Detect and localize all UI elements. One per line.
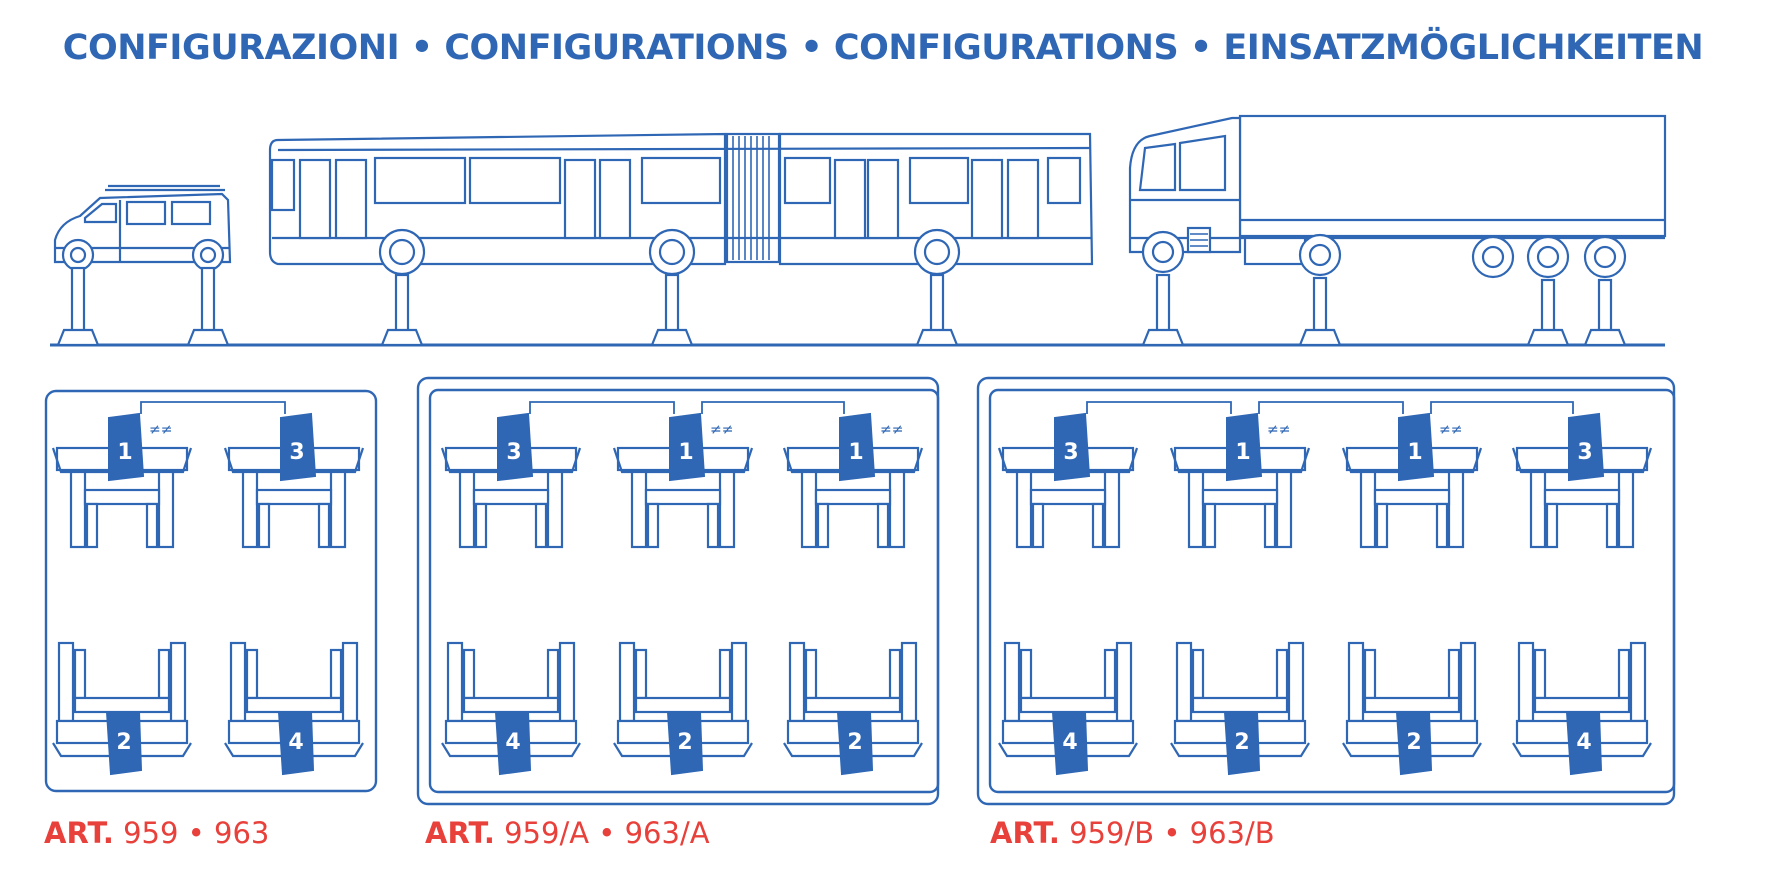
unit-number: 1 [1235, 440, 1250, 465]
unit-number: 2 [1406, 730, 1421, 755]
lift-unit [494, 711, 532, 776]
hash-mark-icon: ≠≠ [1267, 422, 1290, 438]
lift-unit [1226, 412, 1263, 482]
unit-number: 1 [117, 440, 132, 465]
lift-unit [277, 711, 315, 776]
lift-unit [669, 412, 706, 482]
articulated-bus-icon [268, 132, 1094, 347]
unit-number: 2 [116, 730, 131, 755]
art-prefix: ART. [425, 816, 495, 850]
cable-frames [44, 376, 1676, 806]
lift-unit [1054, 412, 1091, 482]
unit-number: 2 [1234, 730, 1249, 755]
lift-unit [108, 412, 145, 482]
hash-mark-icon: ≠≠ [1439, 422, 1462, 438]
lift-unit [280, 412, 317, 482]
unit-number: 2 [847, 730, 862, 755]
art-prefix: ART. [990, 816, 1060, 850]
unit-number: 4 [1576, 730, 1591, 755]
lift-unit [1223, 711, 1261, 776]
lift-unit [839, 412, 876, 482]
config-frame-1 [44, 389, 378, 793]
unit-number: 1 [848, 440, 863, 465]
art-label-2: ART. 959/A • 963/A [425, 816, 710, 850]
cable [1086, 401, 1232, 414]
art-models: 959/A • 963/A [504, 816, 710, 850]
truck-icon [1128, 114, 1667, 347]
cable [1258, 401, 1404, 414]
lift-unit [105, 711, 143, 776]
lift-unit [1398, 412, 1435, 482]
configurations: 1 3 2 4 ≠≠ 3 1 1 4 2 2 ≠≠ ≠≠ 3 1 1 3 4 2 2 4 ≠≠ ≠≠ [51, 401, 1653, 776]
hash-mark-icon: ≠≠ [710, 422, 733, 438]
unit-number: 4 [505, 730, 520, 755]
config-group-3: 3 1 1 3 4 2 2 4 ≠≠ ≠≠ [997, 401, 1653, 776]
unit-number: 3 [289, 440, 304, 465]
art-label-3: ART. 959/B • 963/B [990, 816, 1275, 850]
art-models: 959/B • 963/B [1069, 816, 1275, 850]
hash-mark-icon: ≠≠ [149, 422, 172, 438]
lift-unit [666, 711, 704, 776]
cable [529, 401, 675, 414]
config-group-2: 3 1 1 4 2 2 ≠≠ ≠≠ [440, 401, 924, 776]
unit-number: 3 [506, 440, 521, 465]
lift-unit [1565, 711, 1603, 776]
van-icon [53, 184, 232, 347]
art-prefix: ART. [44, 816, 114, 850]
cable [140, 401, 286, 414]
page-title: CONFIGURAZIONI • CONFIGURATIONS • CONFIG… [62, 28, 1704, 68]
hash-mark-icon: ≠≠ [880, 422, 903, 438]
lift-unit [1568, 412, 1605, 482]
unit-number: 2 [677, 730, 692, 755]
vehicle-row [50, 114, 1667, 347]
config-group-1: 1 3 2 4 ≠≠ [51, 401, 365, 776]
unit-number: 3 [1063, 440, 1078, 465]
unit-number: 3 [1577, 440, 1592, 465]
unit-number: 4 [288, 730, 303, 755]
unit-number: 1 [678, 440, 693, 465]
lift-unit [1051, 711, 1089, 776]
lift-unit [1395, 711, 1433, 776]
art-models: 959 • 963 [123, 816, 270, 850]
lift-unit [836, 711, 874, 776]
unit-number: 1 [1407, 440, 1422, 465]
cable [701, 401, 845, 414]
cable [1430, 401, 1574, 414]
art-label-1: ART. 959 • 963 [44, 816, 269, 850]
unit-number: 4 [1062, 730, 1077, 755]
lift-unit [497, 412, 534, 482]
